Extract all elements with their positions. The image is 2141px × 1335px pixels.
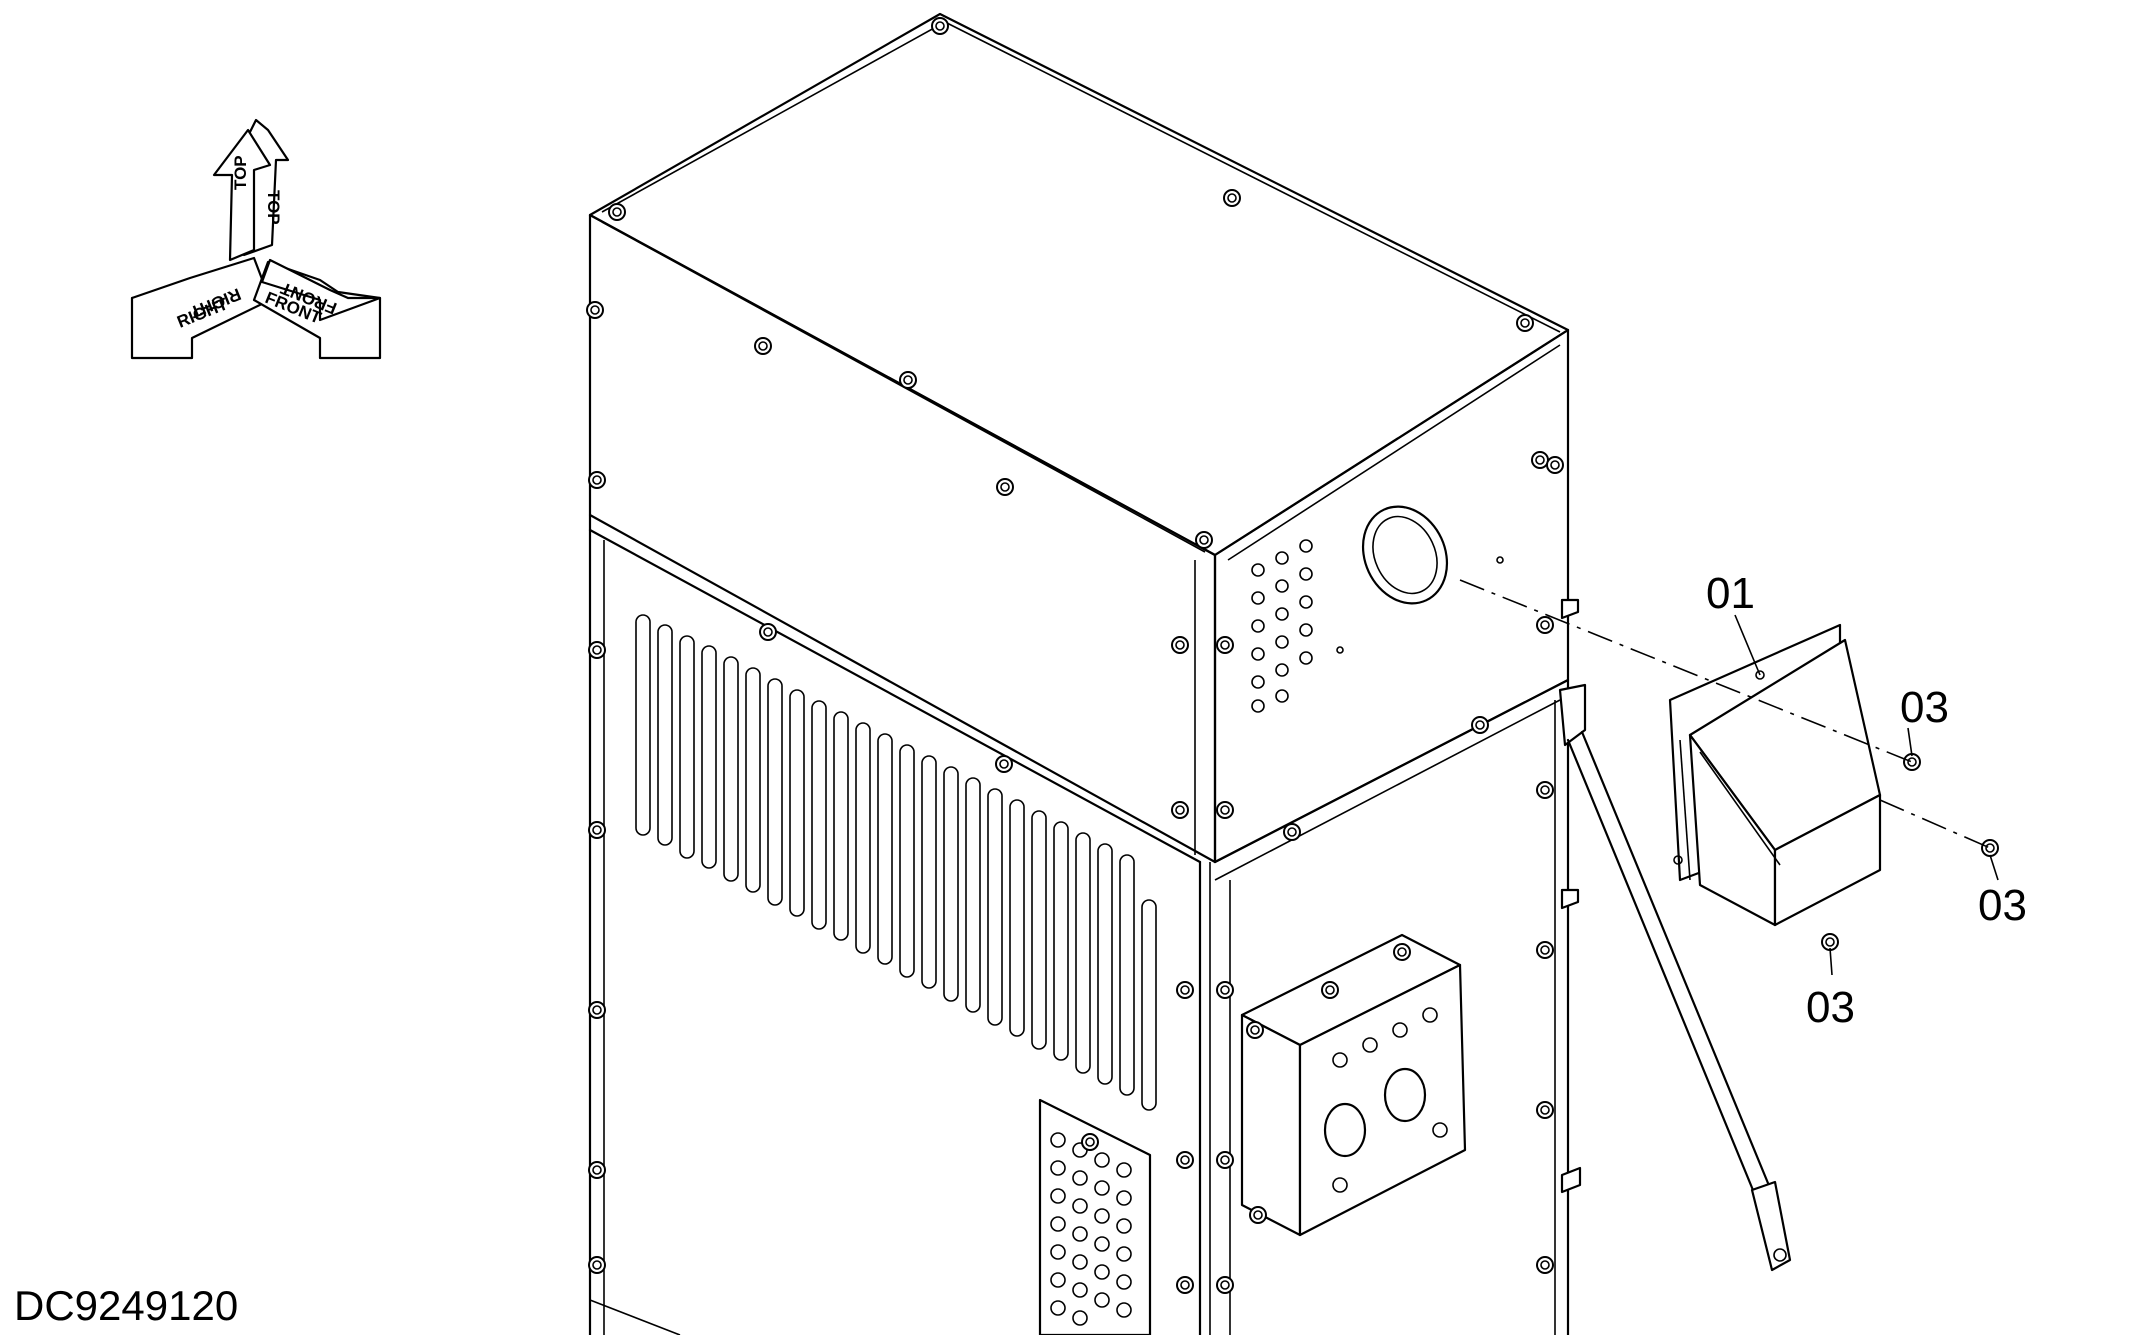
orientation-top-label: TOP — [231, 155, 250, 190]
callout-03-upper: 03 — [1900, 683, 1949, 732]
louver-panel — [635, 614, 1157, 1111]
perforated-grille — [1038, 1098, 1152, 1335]
side-brackets — [1560, 598, 1582, 1194]
part-01-cover — [1668, 623, 1882, 927]
orientation-indicator: TOP TOP RIGHT RIGHT FRONT FRONT — [130, 118, 382, 360]
leader-lines — [1734, 614, 1999, 976]
callout-03-lower: 03 — [1806, 983, 1855, 1032]
duct-opening — [1361, 505, 1449, 605]
callout-03-right: 03 — [1978, 881, 2027, 930]
side-vent-holes — [1251, 539, 1504, 713]
junction-box — [1240, 933, 1467, 1237]
orientation-top-label-mirror: TOP — [264, 190, 283, 225]
support-rod — [1558, 683, 1792, 1272]
assembly-center-lines — [1459, 579, 1991, 849]
drawing-id-label: DC9249120 — [14, 1282, 239, 1329]
callout-01: 01 — [1706, 569, 1755, 618]
cabinet-assembly — [586, 12, 1792, 1335]
